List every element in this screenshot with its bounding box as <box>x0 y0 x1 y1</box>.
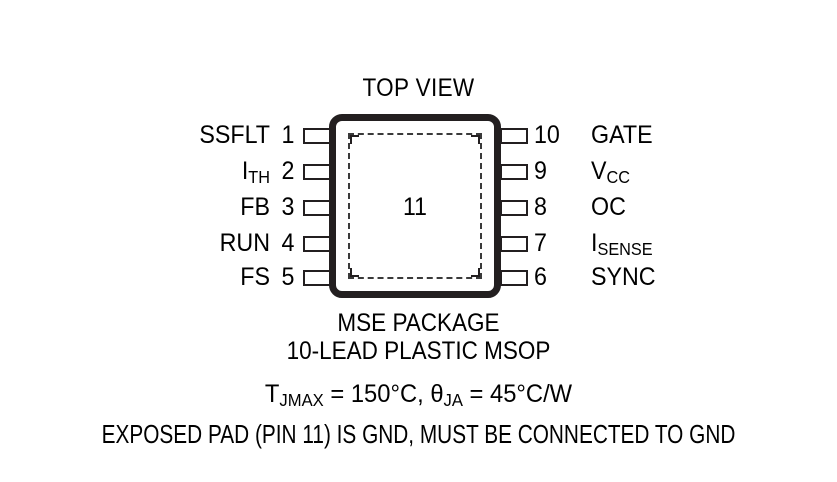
package-pin-diagram: 11 SSFLT 1 ITH 2 FB 3 RUN 4 FS 5 10 GATE… <box>0 100 837 310</box>
caption-package-name: MSE PACKAGE <box>337 309 500 337</box>
pin-name-ssflt-text: SSFLT <box>199 121 270 149</box>
theta-subscript: JA <box>443 390 463 411</box>
pin-number-6: 6 <box>534 263 547 291</box>
pin-name-vcc: VCC <box>591 157 631 188</box>
pin-name-ssflt: SSFLT <box>121 123 270 148</box>
exposed-pad-number: 11 <box>403 193 427 221</box>
pin-name-ith-text: I <box>241 157 249 185</box>
exposed-pad-corner-top-right <box>471 135 480 144</box>
pin-name-fs: FS <box>121 265 270 290</box>
caption-lead-count: 10-LEAD PLASTIC MSOP <box>286 337 551 365</box>
pin-name-fs-text: FS <box>240 263 270 291</box>
pin-number-2: 2 <box>281 157 295 185</box>
exposed-pad-corner-bottom-left <box>350 268 359 277</box>
tj-symbol: T <box>264 380 280 408</box>
pin-number-8: 8 <box>534 193 547 221</box>
exposed-pad-corner-bottom-right <box>471 268 480 277</box>
pin-name-sync-text: SYNC <box>591 263 656 291</box>
pin-number-4: 4 <box>281 229 295 257</box>
lead-pin-9 <box>500 164 528 180</box>
lead-pin-10 <box>500 128 528 144</box>
lead-pin-3 <box>303 200 331 216</box>
pin-name-isense-text: I <box>591 229 598 257</box>
lead-pin-6 <box>500 270 528 286</box>
pin-name-gate-text: GATE <box>591 121 653 149</box>
theta-symbol: θ <box>430 380 444 408</box>
pin-name-isense: ISENSE <box>591 229 653 260</box>
pin-number-7: 7 <box>534 229 547 257</box>
caption-thermal-text: TJMAX = 150°C, θJA = 45°C/W <box>264 380 573 411</box>
pin-number-5: 5 <box>281 263 295 291</box>
exposed-pad-corner-top-left <box>350 135 359 144</box>
lead-pin-2 <box>303 164 331 180</box>
pin-name-vcc-sub: CC <box>606 167 631 188</box>
lead-pin-4 <box>303 236 331 252</box>
lead-pin-7 <box>500 236 528 252</box>
pin-name-isense-sub: SENSE <box>597 239 653 260</box>
lead-pin-5 <box>303 270 331 286</box>
pin-name-fb-text: FB <box>240 193 270 221</box>
pin-name-sync: SYNC <box>591 265 656 290</box>
pin-number-3: 3 <box>281 193 295 221</box>
pin-name-ith: ITH <box>121 157 270 188</box>
pin-name-run-text: RUN <box>219 229 270 257</box>
pin-name-gate: GATE <box>591 123 653 148</box>
tj-value: = 150°C, <box>323 380 431 408</box>
exposed-pad-outline <box>348 133 482 279</box>
pin-number-1: 1 <box>281 121 295 149</box>
lead-pin-8 <box>500 200 528 216</box>
pin-name-fb: FB <box>121 195 270 220</box>
pin-name-vcc-text: V <box>591 157 607 185</box>
lead-pin-1 <box>303 128 331 144</box>
theta-value: = 45°C/W <box>462 380 573 408</box>
pin-number-9: 9 <box>534 157 547 185</box>
caption-exposed-pad-note: EXPOSED PAD (PIN 11) IS GND, MUST BE CON… <box>101 419 736 449</box>
pin-name-oc: OC <box>591 195 626 220</box>
pin-name-run: RUN <box>121 231 270 256</box>
top-view-title: TOP VIEW <box>362 74 475 102</box>
package-body-outline <box>329 114 501 298</box>
pin-number-10: 10 <box>534 121 560 149</box>
pin-name-ith-sub: TH <box>248 167 270 188</box>
tj-subscript: JMAX <box>279 390 324 411</box>
pin-name-oc-text: OC <box>591 193 626 221</box>
caption-thermal-specs: TJMAX = 150°C, θJA = 45°C/W <box>21 380 816 411</box>
